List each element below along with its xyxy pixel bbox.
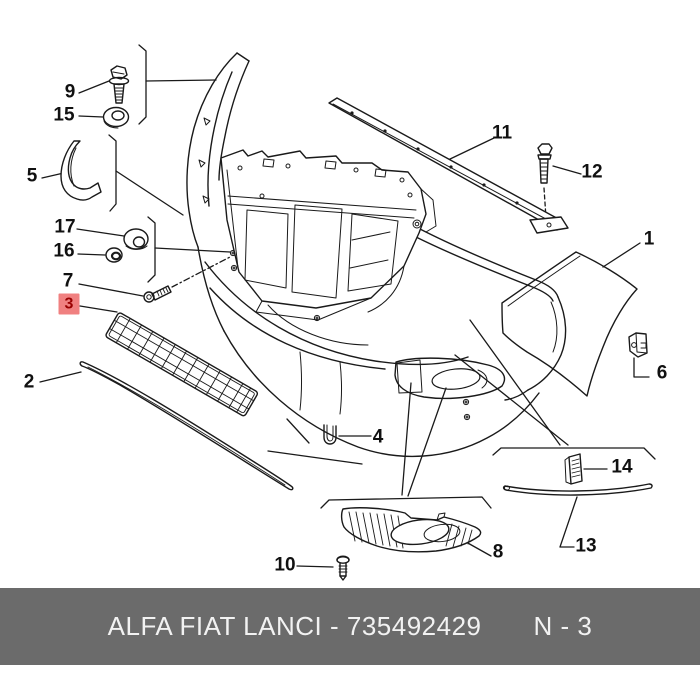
part-bolt-12 [537,143,553,184]
callout-1[interactable]: 1 [643,228,655,250]
callout-17[interactable]: 17 [54,216,76,238]
part-cap-17 [123,228,149,250]
footer-bar: ALFA FIAT LANCI - 735492429 N - 3 [0,588,700,665]
part-trim-strip-2 [79,361,294,491]
footer-catalog-label: ALFA FIAT LANCI - 735492429 [107,611,482,641]
callout-5[interactable]: 5 [26,165,38,187]
callout-11[interactable]: 11 [491,122,513,144]
part-reinforcement-bar [328,97,569,234]
part-trim-strip-13 [502,483,653,496]
part-fog-lamp-grille [340,507,482,553]
callout-8[interactable]: 8 [492,541,504,563]
callout-6[interactable]: 6 [656,362,668,384]
callout-13[interactable]: 13 [575,535,597,557]
part-clip-14 [564,453,583,485]
part-bracket-5 [60,140,102,201]
part-centre-grille [105,312,259,417]
part-u-clip-4 [323,424,337,445]
callout-10[interactable]: 10 [274,554,296,576]
part-screw-9 [108,65,130,104]
callout-4[interactable]: 4 [372,426,384,448]
leader-lines [39,44,656,568]
callout-2[interactable]: 2 [23,371,35,393]
part-screw-7 [143,285,172,303]
part-washer-15 [102,106,130,129]
part-screw-10 [336,555,350,581]
callout-12[interactable]: 12 [581,161,603,183]
footer-page-code: N - 3 [533,611,593,641]
callout-14[interactable]: 14 [611,456,633,478]
part-bumper-cover-corner [501,251,638,397]
callout-15[interactable]: 15 [53,104,75,126]
callout-9[interactable]: 9 [64,81,76,103]
part-clip-6 [628,332,648,358]
radiator-support-panel [220,149,437,346]
callout-7[interactable]: 7 [62,270,74,292]
callout-16[interactable]: 16 [53,240,75,262]
part-grommet-16 [105,247,123,263]
part-bumper-fascia [186,52,567,458]
callout-3[interactable]: 3 [58,293,80,315]
